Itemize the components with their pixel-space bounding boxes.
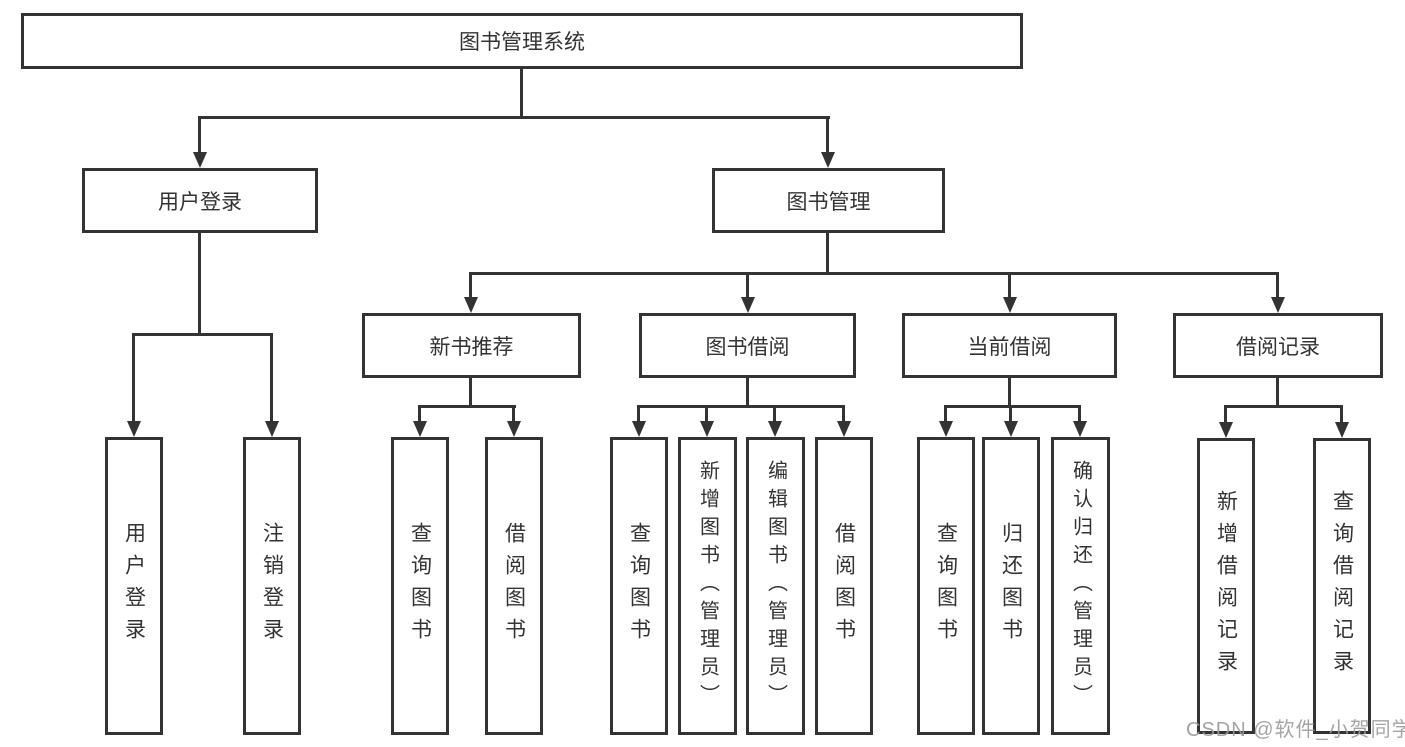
node-label: 借阅图书 — [502, 522, 526, 650]
connector-drop — [198, 116, 201, 154]
csdn-watermark: CSDN @软件_小贺同学 — [1186, 719, 1405, 741]
connector-drop — [826, 116, 829, 154]
arrowhead-down-icon — [193, 152, 207, 168]
connector-drop — [1276, 272, 1279, 299]
node-label: 图书借阅 — [705, 335, 790, 359]
node-label: 编辑图书（管理员） — [764, 460, 787, 712]
arrowhead-down-icon — [741, 297, 755, 313]
leaf-user-login: 用户登录 — [105, 437, 163, 735]
node-label: 用户登录 — [158, 190, 242, 214]
arrowhead-down-icon — [1271, 297, 1285, 313]
connector-drop — [132, 333, 135, 422]
node-label: 新增借阅记录 — [1214, 490, 1238, 682]
connector-rail — [418, 405, 516, 408]
node-book-borrowing: 图书借阅 — [639, 313, 856, 378]
connector-stem — [1276, 378, 1279, 408]
connector-rail — [1224, 405, 1343, 408]
leaf-borrow-books-recommend: 借阅图书 — [485, 437, 543, 735]
leaf-edit-books-admin: 编辑图书（管理员） — [746, 437, 805, 735]
connector-drop — [270, 333, 273, 422]
connector-drop — [746, 272, 749, 299]
node-label: 查询借阅记录 — [1330, 490, 1354, 682]
node-label: 查询图书 — [408, 522, 432, 650]
connector-drop — [469, 272, 472, 299]
connector-rail — [469, 272, 1279, 275]
connector-drop — [944, 405, 947, 422]
arrowhead-down-icon — [1004, 421, 1018, 437]
connector-drop — [418, 405, 421, 422]
arrowhead-down-icon — [632, 421, 646, 437]
arrowhead-down-icon — [413, 421, 427, 437]
node-label: 当前借阅 — [967, 335, 1052, 359]
node-label: 图书管理系统 — [459, 31, 585, 54]
connector-stem — [520, 69, 523, 118]
connector-drop — [842, 405, 845, 422]
connector-rail — [132, 333, 273, 336]
leaf-query-books-current: 查询图书 — [917, 437, 975, 735]
arrowhead-down-icon — [1335, 422, 1349, 438]
connector-drop — [705, 405, 708, 422]
arrowhead-down-icon — [507, 421, 521, 437]
node-current-borrowing: 当前借阅 — [902, 313, 1117, 378]
node-label: 借阅记录 — [1236, 335, 1320, 359]
arrowhead-down-icon — [1003, 297, 1017, 313]
leaf-borrow-books-borrowing: 借阅图书 — [815, 437, 873, 735]
arrowhead-down-icon — [1073, 421, 1087, 437]
leaf-confirm-return-admin: 确认归还（管理员） — [1051, 437, 1110, 735]
node-label: 查询图书 — [627, 522, 651, 650]
node-label: 查询图书 — [934, 522, 958, 650]
connector-drop — [1009, 405, 1012, 422]
connector-drop — [512, 405, 515, 422]
connector-rail — [198, 116, 830, 119]
node-label: 归还图书 — [999, 522, 1023, 650]
node-label: 注销登录 — [260, 522, 284, 650]
node-label: 用户登录 — [122, 522, 146, 650]
arrowhead-down-icon — [768, 421, 782, 437]
node-label: 确认归还（管理员） — [1069, 460, 1092, 712]
leaf-add-borrow-record: 新增借阅记录 — [1197, 438, 1255, 734]
arrowhead-down-icon — [700, 421, 714, 437]
connector-stem — [469, 378, 472, 408]
node-user-login: 用户登录 — [82, 168, 318, 233]
leaf-logout: 注销登录 — [243, 437, 301, 735]
node-library-management-system: 图书管理系统 — [21, 13, 1023, 69]
connector-rail — [944, 405, 1081, 408]
connector-drop — [637, 405, 640, 422]
node-label: 借阅图书 — [832, 522, 856, 650]
connector-stem — [826, 233, 829, 275]
node-label: 图书管理 — [786, 190, 871, 214]
node-new-book-recommend: 新书推荐 — [362, 313, 581, 378]
arrowhead-down-icon — [127, 421, 141, 437]
node-book-management: 图书管理 — [712, 168, 945, 233]
arrowhead-down-icon — [265, 421, 279, 437]
arrowhead-down-icon — [821, 152, 835, 168]
node-borrowing-records: 借阅记录 — [1173, 313, 1383, 378]
arrowhead-down-icon — [464, 297, 478, 313]
node-label: 新增图书（管理员） — [696, 460, 719, 712]
arrowhead-down-icon — [837, 421, 851, 437]
leaf-add-books-admin: 新增图书（管理员） — [678, 437, 737, 735]
connector-drop — [1078, 405, 1081, 422]
connector-stem — [1008, 378, 1011, 408]
connector-drop — [1224, 405, 1227, 423]
connector-drop — [1008, 272, 1011, 299]
leaf-return-books: 归还图书 — [982, 437, 1040, 735]
connector-drop — [1340, 405, 1343, 423]
arrowhead-down-icon — [939, 421, 953, 437]
connector-stem — [198, 233, 201, 336]
leaf-query-books-borrowing: 查询图书 — [610, 437, 668, 735]
connector-stem — [746, 378, 749, 408]
connector-drop — [773, 405, 776, 422]
arrowhead-down-icon — [1219, 422, 1233, 438]
connector-rail — [637, 405, 845, 408]
node-label: 新书推荐 — [429, 335, 514, 359]
leaf-query-books-recommend: 查询图书 — [391, 437, 449, 735]
leaf-query-borrow-record: 查询借阅记录 — [1313, 438, 1371, 734]
